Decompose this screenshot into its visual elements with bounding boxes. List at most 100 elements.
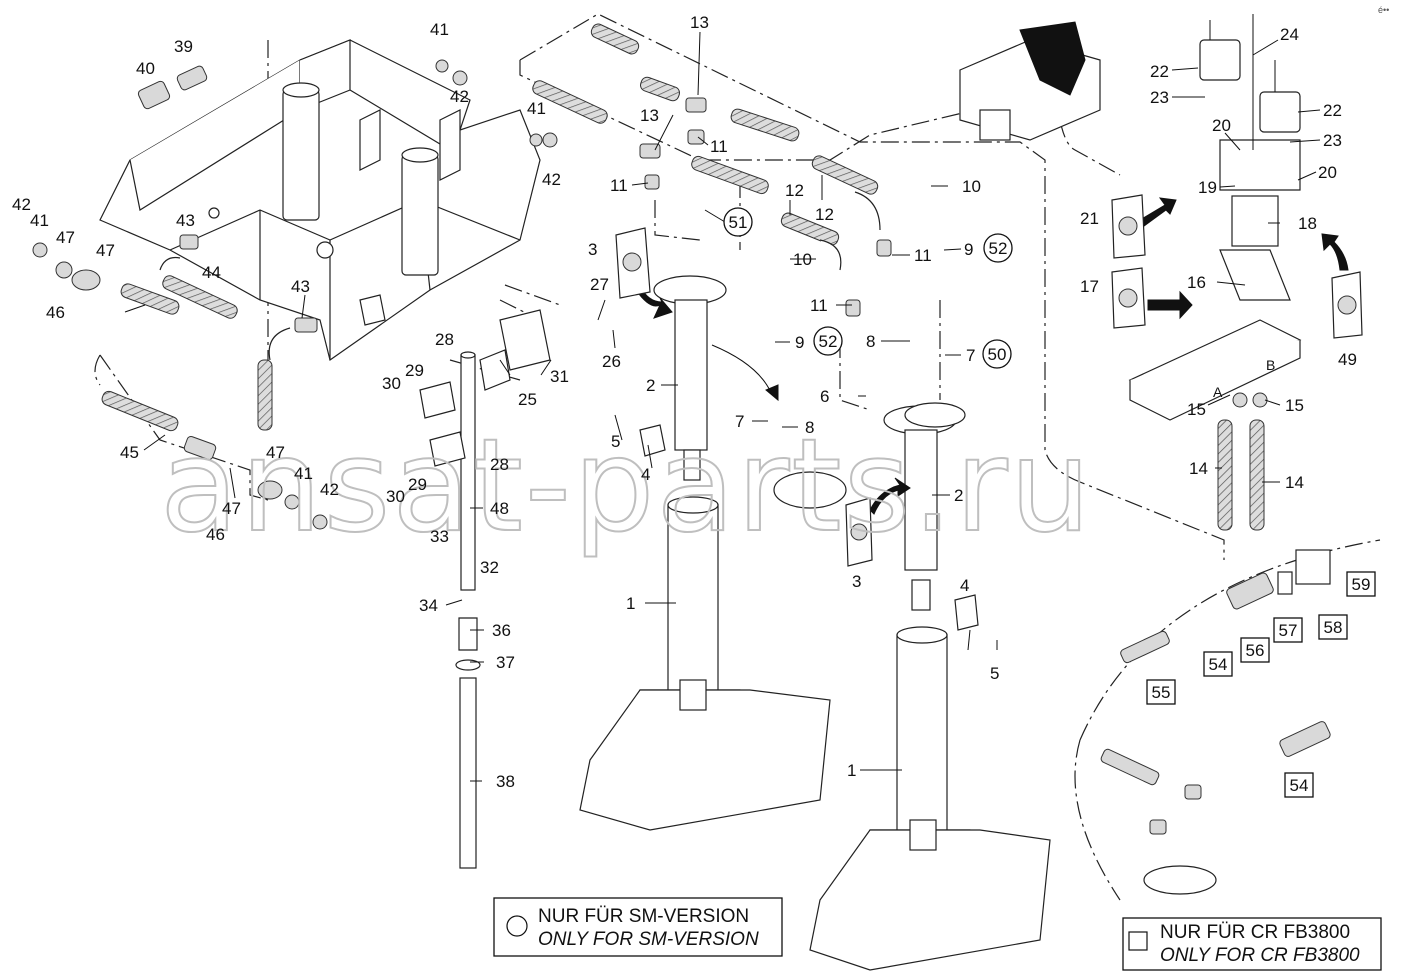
machine-frame (99, 39, 541, 361)
note-sm-line2: ONLY FOR SM-VERSION (538, 929, 759, 950)
circled-callouts: 52 52 50 51 (723, 207, 1013, 369)
callout-33: 33 (430, 527, 449, 546)
callout-8: 8 (866, 332, 875, 351)
callout-47: 47 (266, 443, 285, 462)
port-label-a: A (1213, 384, 1223, 400)
brackets-clamps (419, 309, 979, 631)
callout-9: 9 (795, 333, 804, 352)
callout-11: 11 (710, 137, 728, 156)
callout-40: 40 (136, 59, 155, 78)
callout-32: 32 (480, 558, 499, 577)
boxed-callout-58: 58 (1324, 618, 1343, 637)
callout-38: 38 (496, 772, 515, 791)
callout-29: 29 (408, 475, 427, 494)
callout-30: 30 (386, 487, 405, 506)
port-labels: A B (1213, 357, 1275, 400)
brand-mark: é•• (1378, 5, 1389, 15)
callout-22: 22 (1323, 101, 1342, 120)
flange-plates (773, 402, 966, 509)
callout-23: 23 (1323, 131, 1342, 150)
callout-13: 13 (640, 106, 659, 125)
box-marker (1203, 651, 1233, 677)
callout-31: 31 (550, 367, 569, 386)
callout-7: 7 (966, 346, 975, 365)
callout-14: 14 (1189, 459, 1208, 478)
assembly-arrows (635, 197, 1349, 515)
callout-14: 14 (1285, 473, 1304, 492)
callout-23: 23 (1150, 88, 1169, 107)
callout-45: 45 (120, 443, 139, 462)
telescopic-cylinder-right (809, 405, 1051, 971)
callout-9: 9 (964, 240, 973, 259)
callout-19: 19 (1198, 178, 1217, 197)
boxed-callout-59: 59 (1352, 575, 1371, 594)
callout-5: 5 (990, 664, 999, 683)
callout-3: 3 (852, 572, 861, 591)
callout-34: 34 (419, 596, 438, 615)
note-cr-fb3800: NUR FÜR CR FB3800 ONLY FOR CR FB3800 (1122, 917, 1382, 971)
callout-12: 12 (815, 205, 834, 224)
callout-20: 20 (1212, 116, 1231, 135)
fittings (32, 59, 1268, 530)
callout-41: 41 (294, 464, 313, 483)
callout-25: 25 (518, 390, 537, 409)
box-marker (1318, 614, 1348, 640)
callout-15: 15 (1187, 400, 1206, 419)
valve-assembly-top (959, 21, 1101, 141)
callout-1: 1 (847, 761, 856, 780)
callout-17: 17 (1080, 277, 1099, 296)
circled-callout-50: 50 (988, 345, 1007, 364)
callout-29: 29 (405, 361, 424, 380)
callout-16: 16 (1187, 273, 1206, 292)
note-cr-line2: ONLY FOR CR FB3800 (1160, 945, 1360, 966)
callout-4: 4 (641, 465, 650, 484)
callout-41: 41 (430, 20, 449, 39)
box-marker (1284, 772, 1314, 798)
callout-1: 1 (626, 594, 635, 613)
circled-callout-51: 51 (729, 213, 748, 232)
callout-2: 2 (646, 376, 655, 395)
standpipe-48 (455, 351, 481, 869)
callout-42: 42 (450, 87, 469, 106)
callout-11: 11 (914, 246, 932, 265)
callout-44: 44 (202, 263, 221, 282)
callout-46: 46 (206, 525, 225, 544)
callout-47: 47 (222, 499, 241, 518)
circle-legend-icon (506, 915, 528, 937)
boxed-callout-54: 54 (1209, 655, 1228, 674)
callout-39: 39 (174, 37, 193, 56)
circle-marker (813, 326, 843, 356)
box-marker (1346, 571, 1376, 597)
boxed-callout-55: 55 (1152, 683, 1171, 702)
callout-42: 42 (542, 170, 561, 189)
callout-leaders (124, 31, 1321, 782)
callout-labels: 13 24 22 23 22 20 23 20 19 21 18 17 16 4… (12, 13, 1357, 791)
callout-46: 46 (46, 303, 65, 322)
watermark: ansat-parts.ru (160, 412, 1093, 561)
callout-11: 11 (610, 176, 628, 195)
callout-18: 18 (1298, 214, 1317, 233)
boxed-callout-56: 56 (1246, 641, 1265, 660)
callout-47: 47 (96, 241, 115, 260)
callout-6: 6 (820, 387, 829, 406)
port-label-b: B (1266, 357, 1275, 373)
callout-10: 10 (793, 250, 812, 269)
circle-marker (723, 207, 753, 237)
callout-3: 3 (588, 240, 597, 259)
callout-43: 43 (176, 211, 195, 230)
callout-7: 7 (735, 412, 744, 431)
callout-36: 36 (492, 621, 511, 640)
callout-48: 48 (490, 499, 509, 518)
note-sm-line1: NUR FÜR SM-VERSION (538, 906, 749, 927)
box-marker (1273, 617, 1303, 643)
hydraulic-hoses (101, 23, 1265, 531)
decal-pictograms (615, 194, 1363, 567)
callout-27: 27 (590, 275, 609, 294)
boxed-callout-57: 57 (1279, 621, 1298, 640)
callout-49: 49 (1338, 350, 1357, 369)
circled-callout-52: 52 (989, 239, 1008, 258)
telescopic-cylinder-left (579, 275, 831, 831)
detail-inset (1074, 539, 1381, 901)
callout-10: 10 (962, 177, 981, 196)
